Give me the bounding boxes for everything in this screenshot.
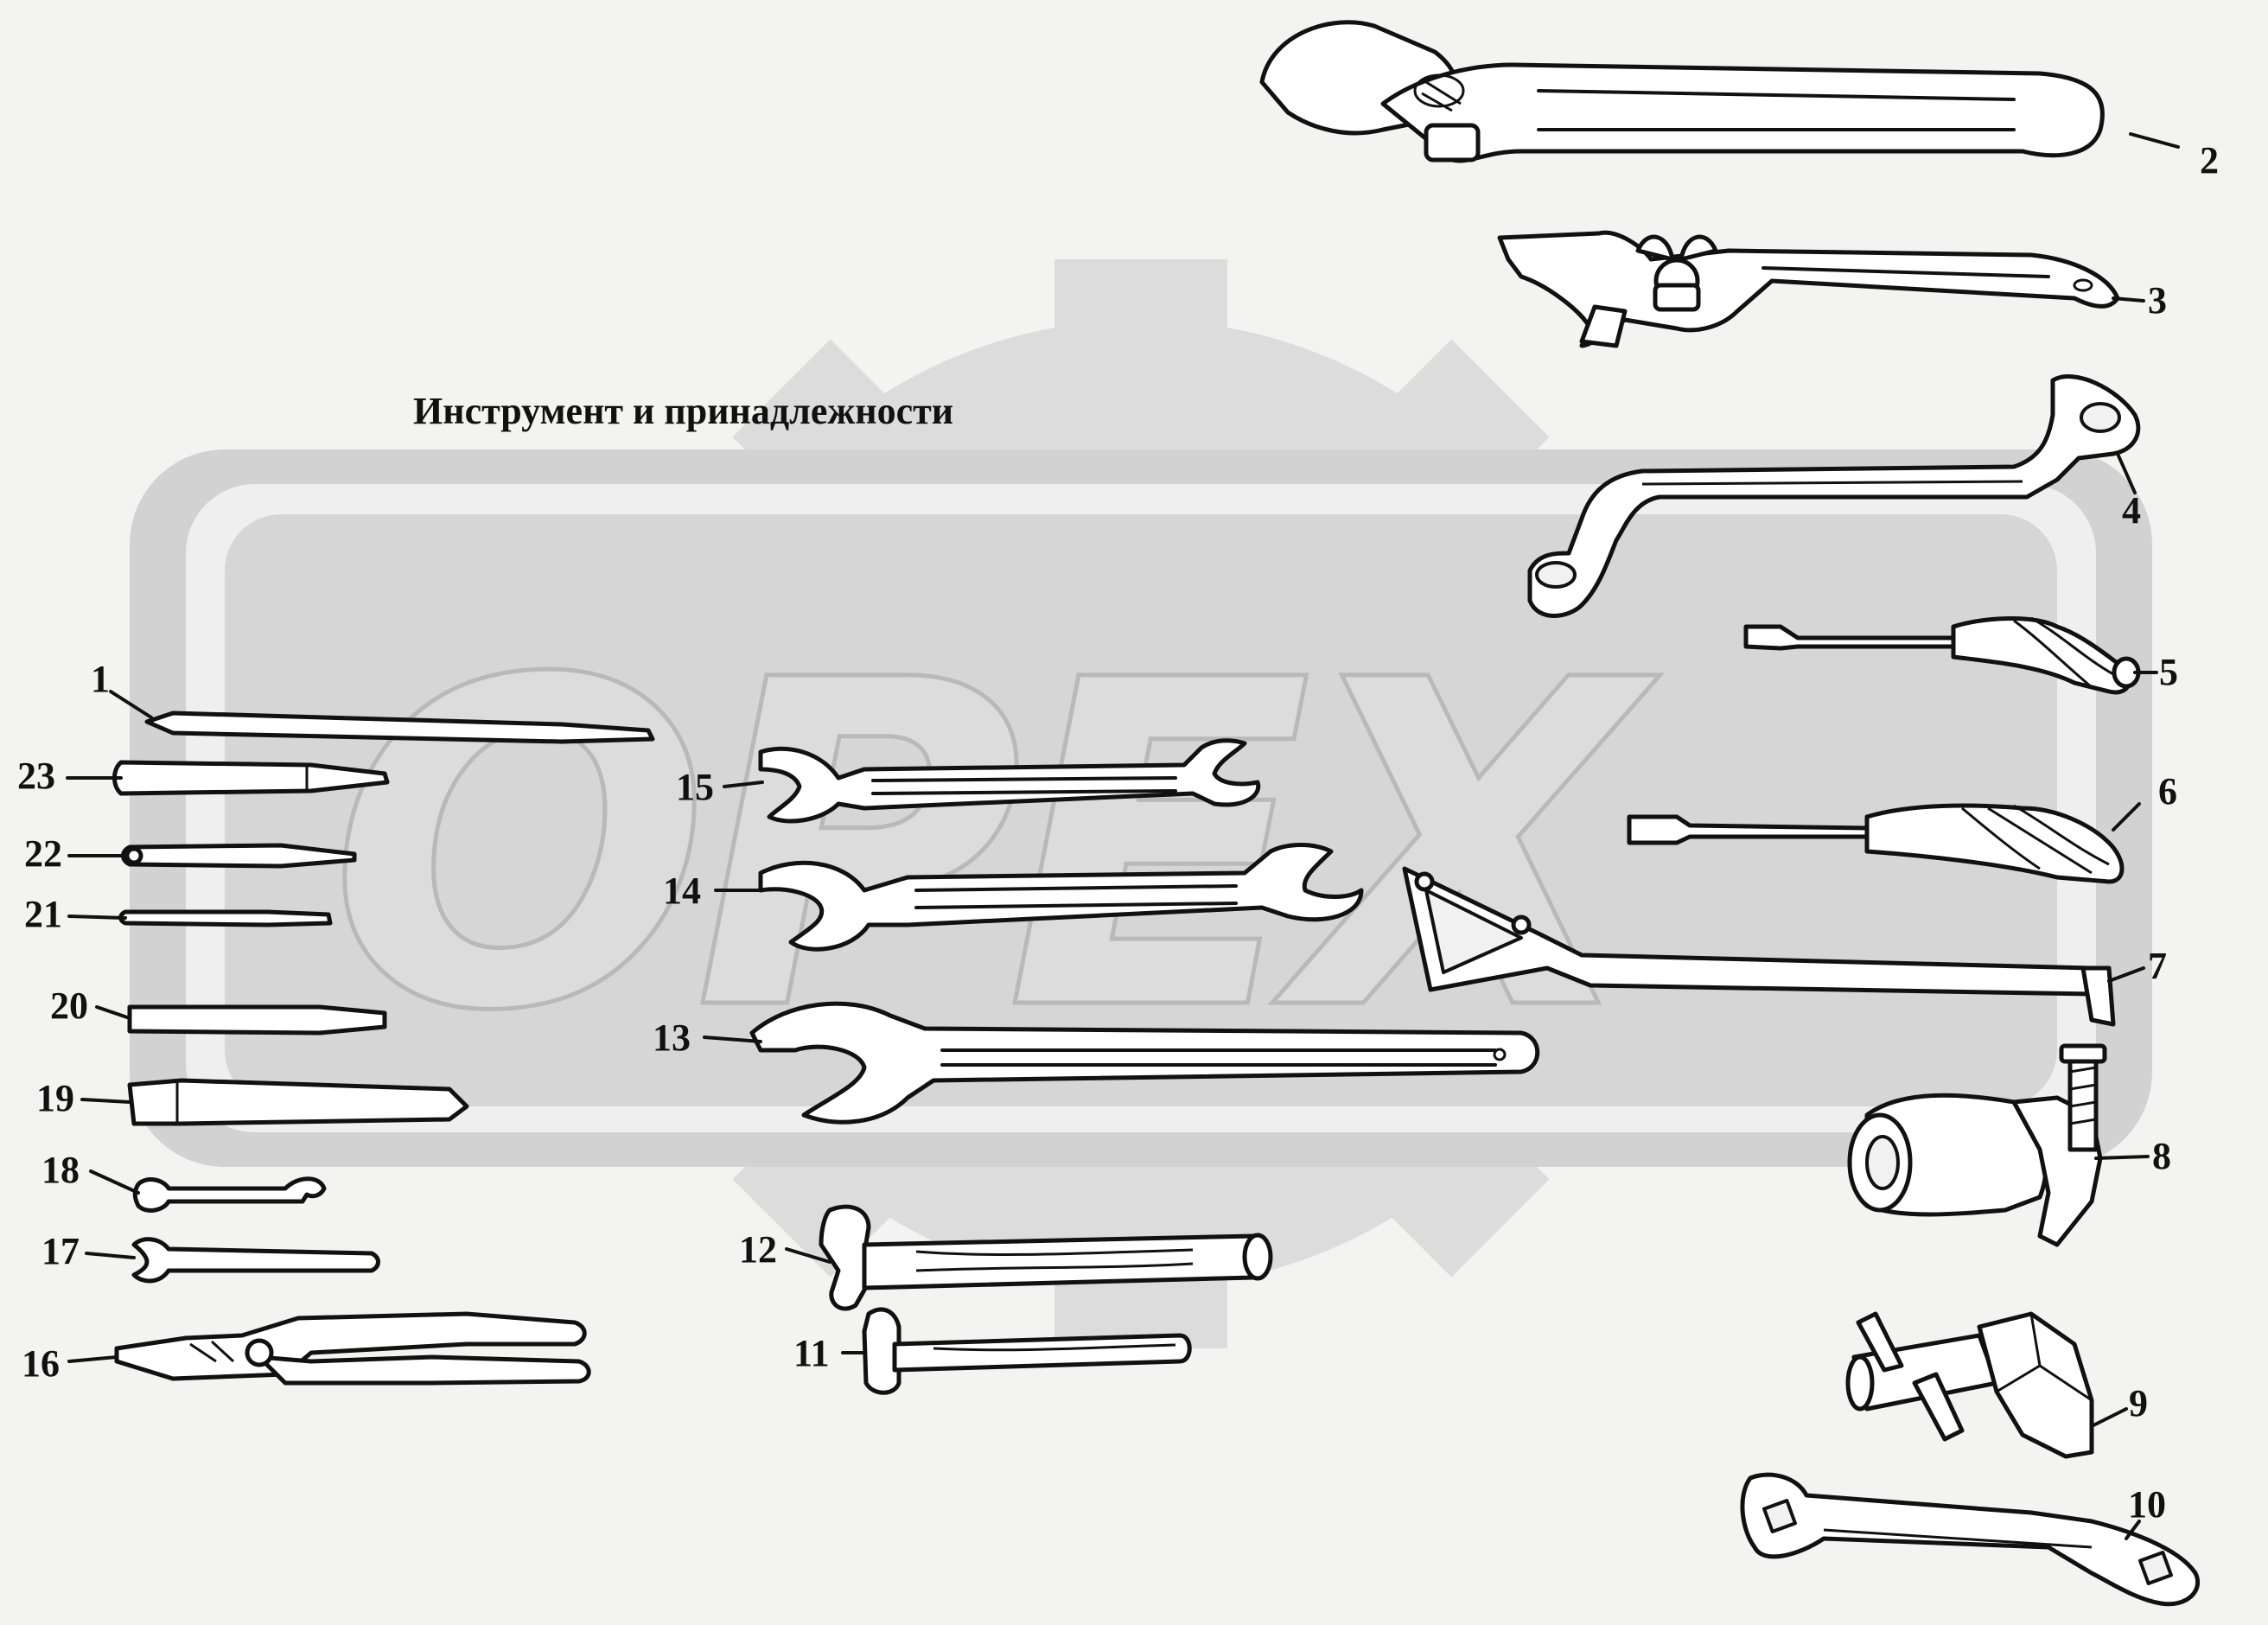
callout-20: 20 — [50, 985, 88, 1027]
callout-2: 2 — [2200, 139, 2219, 182]
callout-23: 23 — [17, 755, 55, 797]
offset-box-wrench — [1527, 374, 2141, 618]
leader-2 — [2129, 132, 2180, 149]
leader-12 — [785, 1247, 831, 1264]
leader-lines — [66, 132, 2180, 1540]
leader-10 — [2125, 1520, 2141, 1540]
callout-17: 17 — [41, 1230, 80, 1272]
chisel-19 — [127, 1078, 469, 1126]
page-title: Инструмент и принадлежности — [413, 390, 953, 432]
leader-8 — [2094, 1155, 2150, 1160]
square-socket-wrench — [1740, 1472, 2201, 1607]
callout-22: 22 — [24, 832, 62, 875]
hammer-small — [862, 1307, 1192, 1395]
callout-3: 3 — [2148, 279, 2167, 322]
callout-16: 16 — [22, 1342, 60, 1385]
callout-5: 5 — [2159, 651, 2178, 693]
small-open-wrench — [131, 1237, 380, 1284]
callout-1: 1 — [91, 658, 110, 700]
leader-6 — [2112, 802, 2141, 832]
callout-6: 6 — [2158, 770, 2177, 812]
small-double-wrench — [132, 1176, 327, 1213]
screwdriver-large — [1627, 803, 2125, 884]
callout-15: 15 — [676, 766, 714, 808]
callout-7: 7 — [2148, 945, 2167, 987]
chisel-20 — [127, 1004, 387, 1036]
leader-20 — [95, 1005, 131, 1020]
leader-3 — [2112, 296, 2145, 303]
t-handle-socket — [1845, 1311, 2094, 1459]
leader-19 — [80, 1098, 131, 1104]
hook-spanner — [1497, 230, 2120, 348]
pliers — [114, 1311, 591, 1386]
large-open-wrench — [749, 1001, 1540, 1125]
triangle-key-lever — [1402, 866, 2116, 1027]
callout-4: 4 — [2122, 489, 2141, 532]
leader-16 — [67, 1355, 118, 1363]
callout-19: 19 — [36, 1077, 74, 1119]
leader-9 — [2090, 1407, 2128, 1428]
callout-12: 12 — [739, 1228, 777, 1271]
adjustable-wrench — [1259, 20, 2105, 163]
leader-15 — [723, 781, 764, 788]
leader-13 — [703, 1036, 762, 1043]
clamp — [1847, 1043, 2107, 1247]
leader-4 — [2116, 452, 2137, 494]
leader-1 — [109, 690, 153, 719]
punch-22 — [121, 843, 357, 869]
leader-21 — [67, 914, 127, 920]
leader-17 — [85, 1252, 136, 1259]
callout-13: 13 — [653, 1016, 691, 1059]
punch-23 — [112, 760, 390, 796]
drift-pin — [144, 711, 655, 744]
callout-18: 18 — [41, 1149, 80, 1191]
watermark-text: OPEX — [328, 585, 1660, 1109]
leader-7 — [2107, 966, 2145, 983]
hammer-large — [819, 1204, 1273, 1311]
callout-8: 8 — [2152, 1135, 2171, 1177]
callout-10: 10 — [2128, 1483, 2166, 1526]
callout-14: 14 — [663, 870, 701, 912]
callout-21: 21 — [24, 893, 62, 935]
double-wrench-14 — [758, 843, 1364, 952]
punch-21 — [118, 909, 333, 927]
callout-9: 9 — [2129, 1382, 2148, 1424]
leader-18 — [89, 1169, 140, 1195]
callout-labels: 1 2 3 4 5 6 7 8 9 10 11 12 13 14 15 16 1… — [17, 139, 2219, 1526]
callout-11: 11 — [793, 1332, 830, 1374]
double-wrench-15 — [758, 738, 1261, 824]
